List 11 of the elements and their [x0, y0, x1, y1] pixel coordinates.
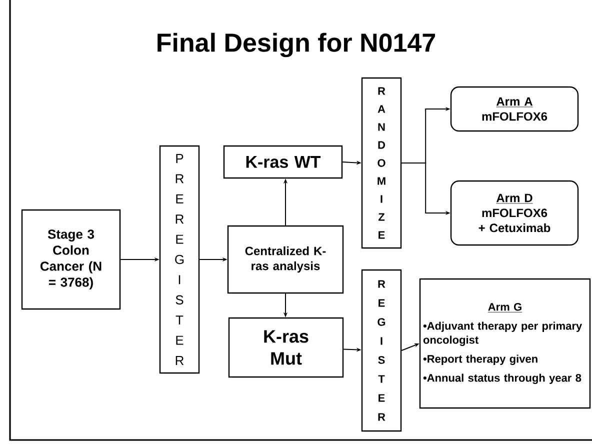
step-box: REGISTER: [361, 269, 402, 432]
step-box: RANDOMIZE: [361, 77, 402, 249]
treatment-arm-box: Arm A mFOLFOX6: [450, 86, 579, 132]
title: Final Design for N0147: [158, 32, 435, 58]
process-box: K-ras WT: [223, 145, 343, 179]
treatment-arm-box: Arm D mFOLFOX6 + Cetuximab: [450, 180, 579, 246]
process-box: K-ras Mut: [228, 317, 344, 378]
process-box: Stage 3 Colon Cancer (N = 3768): [21, 209, 121, 310]
process-box: Centralized K-ras analysis: [227, 225, 344, 294]
step-box: PREREGISTER: [159, 145, 200, 374]
treatment-arm-box: Arm G •Adjuvant therapy per primary oncologist •Report therapy given •Annual status through year 8: [419, 278, 591, 409]
